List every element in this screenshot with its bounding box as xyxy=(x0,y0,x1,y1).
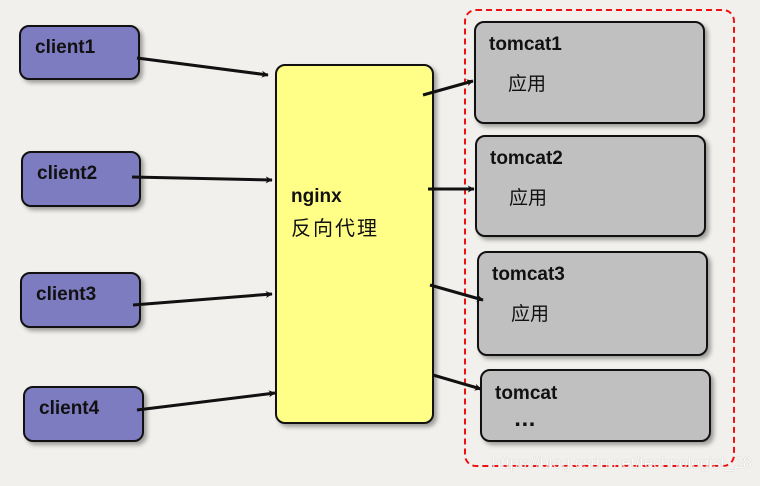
arrow-client4-to-nginx xyxy=(136,390,276,412)
nginx-proxy-node: nginx 反向代理 xyxy=(275,64,434,424)
arrow-nginx-to-tomcat-more xyxy=(432,373,482,391)
arrow-client3-to-nginx xyxy=(132,291,273,307)
tomcat-more-node: tomcat ... xyxy=(480,369,711,442)
arrow-client2-to-nginx xyxy=(131,175,273,184)
client4-node: client4 xyxy=(23,386,144,442)
tomcat1-app: 应用 xyxy=(508,73,547,95)
tomcat3-app: 应用 xyxy=(511,303,550,325)
arrow-client1-to-nginx xyxy=(136,56,269,78)
client1-node: client1 xyxy=(19,25,140,80)
proxy-name: nginx xyxy=(291,186,342,207)
watermark: https://blog.csdn.net/technologist_28 xyxy=(492,455,752,472)
arrow-nginx-to-tomcat3 xyxy=(429,283,484,302)
client2-label: client2 xyxy=(37,163,98,184)
tomcat-cluster-boundary xyxy=(464,9,735,467)
client3-node: client3 xyxy=(20,272,141,328)
client1-label: client1 xyxy=(35,37,96,58)
tomcat1-label: tomcat1 xyxy=(489,34,562,55)
tomcat2-label: tomcat2 xyxy=(490,148,563,169)
tomcat3-node: tomcat3 应用 xyxy=(477,251,708,356)
arrow-nginx-to-tomcat1 xyxy=(422,79,474,97)
tomcat-more-label: tomcat xyxy=(495,383,558,404)
proxy-role: 反向代理 xyxy=(291,216,379,240)
tomcat2-app: 应用 xyxy=(509,187,548,209)
tomcat1-node: tomcat1 应用 xyxy=(474,21,705,124)
tomcat-more-ellipsis: ... xyxy=(514,409,536,431)
client4-label: client4 xyxy=(39,398,100,419)
tomcat3-label: tomcat3 xyxy=(492,264,565,285)
tomcat2-node: tomcat2 应用 xyxy=(475,135,706,237)
client2-node: client2 xyxy=(21,151,141,207)
client3-label: client3 xyxy=(36,284,97,305)
